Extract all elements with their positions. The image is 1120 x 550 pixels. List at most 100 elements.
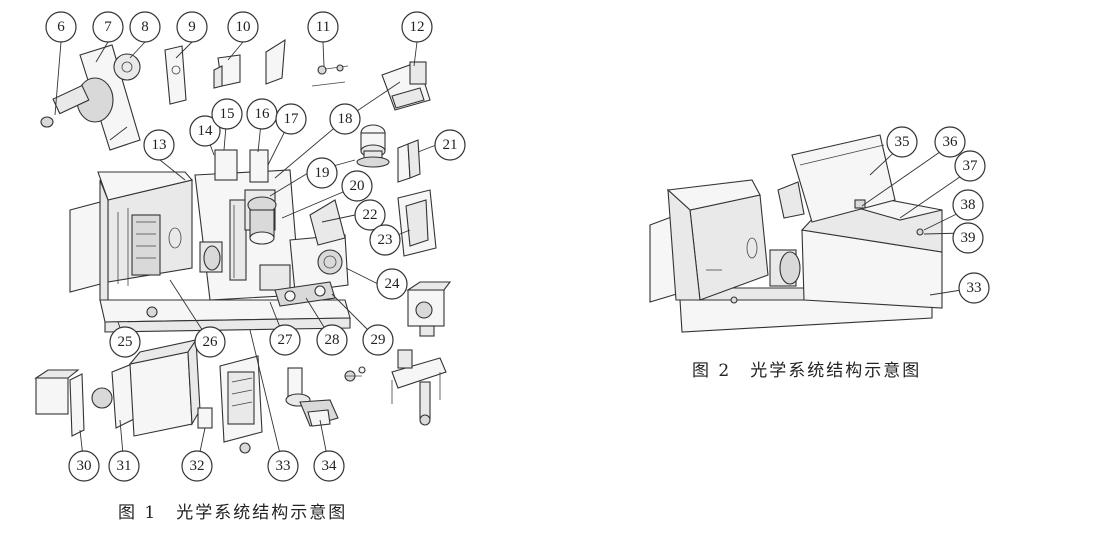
callout-circle (68, 450, 100, 482)
callout-figure1-32: 32 (181, 450, 213, 482)
callout-figure1-23: 23 (369, 224, 401, 256)
callout-figure1-16: 16 (246, 98, 278, 130)
callout-circle (886, 126, 918, 158)
callout-number: 34 (322, 458, 338, 474)
callout-figure1-7: 7 (92, 11, 124, 43)
callout-number: 19 (315, 165, 330, 181)
callout-figure1-15: 15 (211, 98, 243, 130)
callout-figure1-9: 9 (176, 11, 208, 43)
callout-number: 12 (410, 19, 425, 35)
lamp-housing (69, 171, 194, 318)
callout-number: 18 (338, 111, 353, 127)
callout-number: 10 (236, 19, 251, 35)
callout-figure1-6: 6 (45, 11, 77, 43)
callout-number: 15 (220, 106, 235, 122)
base-plate (99, 299, 351, 333)
figure1-leader-lines (54, 41, 437, 467)
callout-figure1-10: 10 (227, 11, 259, 43)
callout-number: 23 (378, 232, 393, 248)
figure2-caption: 图 2 光学系统结构示意图 (692, 361, 922, 381)
callout-figure1-12: 12 (401, 11, 433, 43)
callout-circle (108, 450, 140, 482)
callout-number: 33 (967, 280, 982, 296)
callout-figure1-22: 22 (354, 199, 386, 231)
callout-figure1-24: 24 (376, 268, 408, 300)
callout-figure1-26: 26 (194, 326, 226, 358)
figure2-leader-lines (861, 144, 976, 296)
callout-figure2-39: 39 (952, 222, 984, 254)
callout-number: 8 (141, 19, 149, 35)
callout-circle (181, 450, 213, 482)
callout-figure1-27: 27 (269, 324, 301, 356)
callout-figure1-30: 30 (68, 450, 100, 482)
exploded-bottom-parts (34, 338, 339, 454)
fig2-cover (791, 134, 896, 223)
callout-number: 24 (385, 276, 401, 292)
callout-circle (129, 11, 161, 43)
callout-circle (143, 129, 175, 161)
callout-circle (952, 222, 984, 254)
callout-figure1-18: 18 (329, 103, 361, 135)
callout-circle (306, 157, 338, 189)
callout-figure1-34: 34 (313, 450, 345, 482)
callout-number: 17 (284, 111, 300, 127)
callout-circle (341, 170, 373, 202)
callout-figure2-38: 38 (952, 189, 984, 221)
callout-circle (307, 11, 339, 43)
figure1-caption: 图 1 光学系统结构示意图 (118, 503, 348, 523)
callout-circle (958, 272, 990, 304)
callout-circle (194, 326, 226, 358)
callout-circle (211, 98, 243, 130)
callout-number: 26 (203, 334, 219, 350)
callout-figure2-35: 35 (886, 126, 918, 158)
callout-figure1-19: 19 (306, 157, 338, 189)
exploded-top-parts (40, 38, 431, 151)
callout-number: 7 (104, 19, 112, 35)
callout-figure1-14: 14 (189, 115, 221, 147)
callout-circle (316, 324, 348, 356)
callout-figure1-31: 31 (108, 450, 140, 482)
callout-circle (275, 103, 307, 135)
callout-figure1-17: 17 (275, 103, 307, 135)
callout-number: 20 (350, 178, 365, 194)
callout-number: 27 (278, 332, 294, 348)
callout-number: 11 (316, 19, 330, 35)
callout-figure1-13: 13 (143, 129, 175, 161)
callout-figure1-11: 11 (307, 11, 339, 43)
callout-number: 37 (963, 158, 979, 174)
callout-figure2-33: 33 (958, 272, 990, 304)
callout-figure2-36: 36 (934, 126, 966, 158)
callout-number: 32 (190, 458, 205, 474)
callout-circle (934, 126, 966, 158)
callout-circle (434, 129, 466, 161)
callout-number: 13 (152, 137, 167, 153)
callout-figure1-29: 29 (362, 324, 394, 356)
callout-circle (45, 11, 77, 43)
callout-figure1-25: 25 (109, 326, 141, 358)
central-platform (194, 149, 301, 301)
callout-figure1-33: 33 (267, 450, 299, 482)
callout-number: 35 (895, 134, 910, 150)
callout-circle (176, 11, 208, 43)
callout-circle (313, 450, 345, 482)
callout-circle (227, 11, 259, 43)
callout-circle (376, 268, 408, 300)
callout-number: 6 (57, 19, 65, 35)
callout-circle (267, 450, 299, 482)
callout-circle (354, 199, 386, 231)
callout-figure2-37: 37 (954, 150, 986, 182)
callout-circle (369, 224, 401, 256)
callout-number: 38 (961, 197, 976, 213)
monochromator-assembly (259, 199, 349, 307)
callout-number: 14 (198, 123, 214, 139)
callout-figure1-8: 8 (129, 11, 161, 43)
callout-circle (401, 11, 433, 43)
callout-circle (954, 150, 986, 182)
figure2-drawing (649, 134, 976, 333)
callout-circle (362, 324, 394, 356)
callout-circle (952, 189, 984, 221)
callout-circle (92, 11, 124, 43)
callout-number: 28 (325, 332, 340, 348)
